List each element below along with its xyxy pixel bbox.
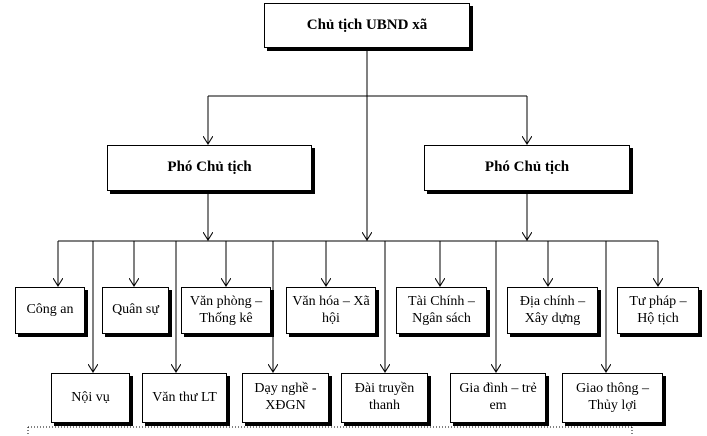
dept-tai-chinh: Tài Chính – Ngân sách [396,287,487,334]
dept-label-line2: Ngân sách [412,310,471,326]
vice-chairman-right-box: Phó Chủ tịch [424,145,630,191]
dept-cong-an: Công an [15,287,85,334]
dept-quan-su: Quân sự [102,287,169,334]
dept-van-hoa: Văn hóa – Xã hội [286,287,376,334]
dept-label-line2: thanh [368,398,401,413]
dept-label-line1: Tài Chính – [408,293,475,309]
dept-label-line1: Văn hóa – Xã [292,293,370,309]
dept-giao-thong: Giao thông – Thủy lợi [562,373,663,423]
dept-label-line1: Đài truyền [354,381,415,397]
dept-label-line1: Địa chính – [519,293,586,309]
dept-van-phong: Văn phòng – Thống kê [181,287,271,334]
dept-label-line1: Dạy nghề - [254,381,317,397]
dept-label: Quân sự [112,302,159,318]
dept-label: Nội vụ [71,389,110,405]
chairman-box: Chủ tịch UBND xã [264,3,470,48]
dept-label-line2: XĐGN [265,398,306,413]
dept-label-line1: Gia đình – trẻ [459,381,537,397]
dept-tu-phap: Tư pháp – Hộ tịch [617,287,699,334]
dept-day-nghe: Dạy nghề - XĐGN [242,373,329,423]
vice-chairman-left-title: Phó Chủ tịch [167,159,252,176]
dept-noi-vu: Nội vụ [51,373,130,423]
dept-dia-chinh: Địa chính – Xây dựng [507,287,598,334]
dept-label-line1: Giao thông – [575,381,650,397]
dept-label-line2: hội [322,310,340,326]
dept-label-line1: Văn phòng – [189,293,263,309]
dept-label: Văn thư LT [152,389,217,405]
dept-van-thu: Văn thư LT [142,373,227,423]
dept-label-line2: Hộ tịch [637,310,679,326]
dept-gia-dinh: Gia đình – trẻ em [450,373,546,423]
dept-label-line2: Thống kê [199,310,253,326]
dept-label-line1: Tư pháp – [629,293,687,309]
dept-dai-truyen-thanh: Đài truyền thanh [341,373,428,423]
vice-chairman-right-title: Phó Chủ tịch [484,159,570,176]
dept-label-line2: Thủy lợi [588,398,637,413]
dept-label-line2: Xây dựng [524,310,581,326]
dept-label: Công an [26,302,74,318]
dept-label-line2: em [489,398,507,413]
vice-chairman-left-box: Phó Chủ tịch [107,145,312,191]
chairman-title: Chủ tịch UBND xã [306,16,428,33]
